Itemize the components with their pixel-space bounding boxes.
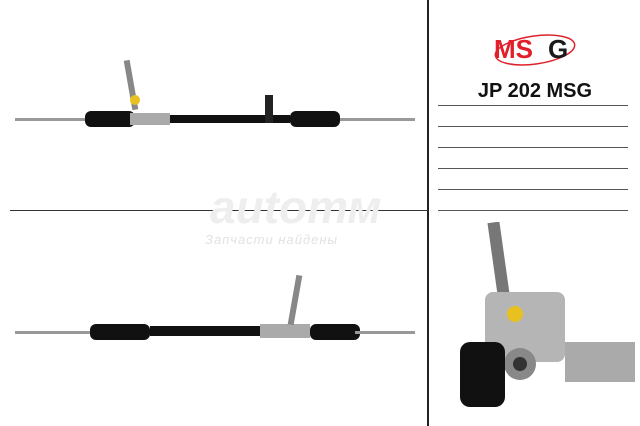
svg-text:MS: MS [494, 34, 533, 64]
blank-line [438, 210, 628, 211]
steering-rack-top-view [15, 59, 415, 127]
steering-rack-detail-view [460, 222, 635, 407]
watermark-caption: Запчасти найдены [205, 232, 339, 247]
msg-logo: MS G [494, 34, 576, 66]
watermark-logo: autoтм [210, 181, 382, 233]
steering-rack-front-view [15, 274, 415, 340]
blank-line [438, 168, 628, 169]
svg-text:G: G [548, 34, 568, 64]
horizontal-divider [10, 210, 428, 211]
part-number: JP 202 MSG [477, 80, 593, 102]
vertical-divider [427, 0, 429, 426]
blank-line [438, 189, 628, 190]
blank-line [438, 147, 628, 148]
blank-line [438, 105, 628, 106]
blank-line [438, 126, 628, 127]
